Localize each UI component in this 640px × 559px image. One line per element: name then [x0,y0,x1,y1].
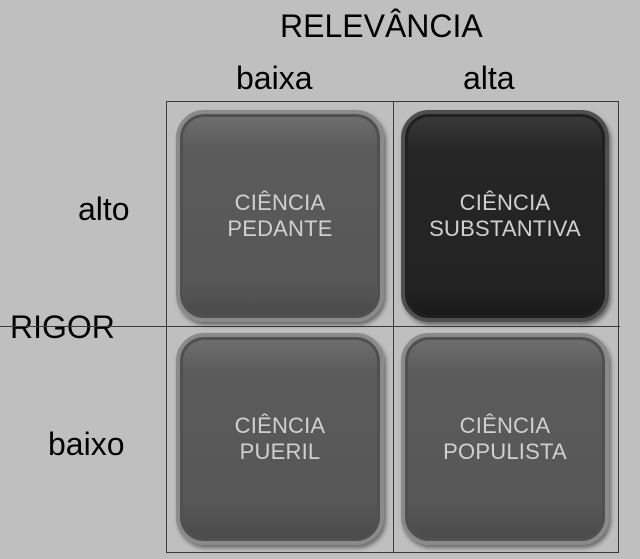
grid-bottom-line [166,552,618,553]
quadrant-line2: SUBSTANTIVA [429,216,581,241]
quadrant-ciencia-pedante: CIÊNCIA PEDANTE [176,110,384,322]
quadrant-line1: CIÊNCIA [234,412,326,438]
grid-top-line [166,101,618,102]
column-label-alta: alta [463,60,515,96]
quadrant-ciencia-substantiva: CIÊNCIA SUBSTANTIVA [401,110,609,322]
relevancia-axis-title: RELEVÂNCIA [280,8,483,44]
rigor-axis-title: RIGOR [10,309,115,345]
grid-center-line [393,101,394,553]
row-label-baixo: baixo [48,426,125,462]
quadrant-line2: PEDANTE [227,216,333,241]
quadrant-line2: POPULISTA [443,439,567,464]
grid-right-line [618,101,619,553]
column-label-baixa: baixa [236,60,313,96]
quadrant-line1: CIÊNCIA [234,189,326,215]
quadrant-line2: PUERIL [239,439,321,464]
row-label-alto: alto [78,191,130,227]
quadrant-ciencia-pueril: CIÊNCIA PUERIL [176,333,384,545]
quadrant-ciencia-populista: CIÊNCIA POPULISTA [401,333,609,545]
grid-left-line [166,101,167,553]
quadrant-line1: CIÊNCIA [459,412,551,438]
quadrant-line1: CIÊNCIA [459,189,551,215]
grid-middle-line [0,326,620,327]
